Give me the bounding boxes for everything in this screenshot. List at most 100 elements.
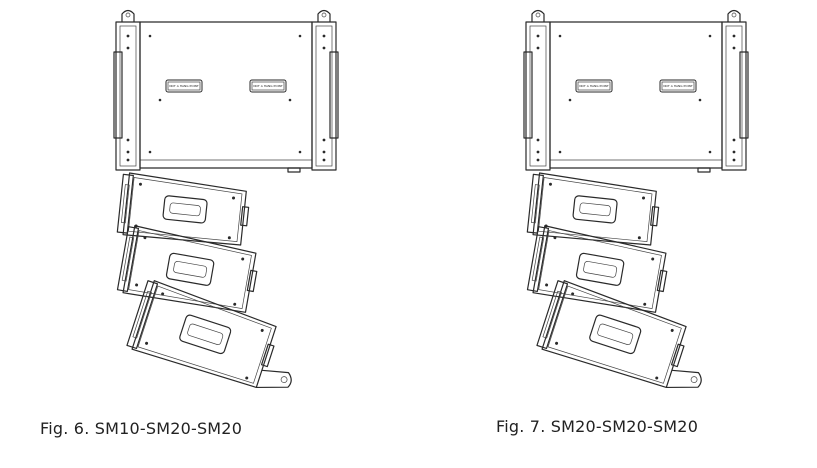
figure-caption: Fig. 7. SM20-SM20-SM20 — [496, 417, 699, 436]
cabinet-bolt — [241, 257, 245, 261]
cabinet-bolt — [232, 196, 236, 200]
cabinet-bolt — [670, 328, 674, 332]
rail-right-flange — [739, 51, 749, 139]
rail-pin — [536, 150, 540, 154]
handle-recess — [572, 195, 618, 224]
cabinet-bolt — [643, 302, 647, 306]
rail-pin — [322, 34, 326, 38]
rail-pin — [536, 46, 540, 50]
handle-grip — [187, 323, 224, 345]
speaker-array-drawing: NOT A HANG POINT NOT A HANG POINT — [113, 9, 339, 389]
rigging-slot — [542, 290, 562, 339]
cabinet-outline — [122, 225, 257, 313]
plate-outline — [659, 79, 697, 93]
hang-warning-plate: NOT A HANG POINT — [249, 79, 287, 93]
speaker-module-middle — [526, 225, 668, 313]
connector-block — [656, 269, 668, 293]
hang-eye-right — [727, 9, 741, 22]
cabinet-bolt — [245, 376, 249, 380]
bumper-tab — [256, 369, 292, 389]
cabinet-outline — [532, 172, 657, 246]
handle-recess — [575, 252, 625, 286]
rail-pin — [126, 46, 130, 50]
plate-inner — [661, 81, 695, 91]
plate-inner — [577, 81, 611, 91]
cabinet-bolt — [145, 341, 149, 345]
cabinet-inner — [128, 177, 243, 242]
rigging-slot — [120, 184, 130, 224]
hang-eye-left — [121, 9, 135, 22]
cabinet-bolt — [637, 236, 641, 240]
speaker-module-bottom — [126, 280, 292, 389]
rigging-slot — [132, 290, 152, 339]
cabinet-bolt — [138, 182, 142, 186]
rail-pin — [536, 34, 540, 38]
connector-block — [650, 206, 660, 227]
cabinet-bolt — [233, 302, 237, 306]
body-bolt — [708, 34, 712, 38]
connector-block — [246, 269, 258, 293]
cabinet-bolt — [571, 292, 575, 296]
rail-left — [115, 21, 141, 171]
rigging-slot — [121, 236, 135, 282]
rail-pin — [322, 138, 326, 142]
connector-block — [670, 343, 685, 368]
cabinet-bolt — [260, 328, 264, 332]
body-bolt — [568, 98, 572, 102]
cabinet-bolt — [642, 196, 646, 200]
rigging-bar — [526, 173, 544, 234]
bumper-hole — [690, 376, 698, 383]
cabinet-bolt — [655, 376, 659, 380]
speaker-module-middle — [116, 225, 258, 313]
hang-warning-plate: NOT A HANG POINT — [165, 79, 203, 93]
handle-grip — [597, 323, 634, 345]
rigging-slot — [530, 184, 540, 224]
handle-recess — [589, 314, 642, 355]
frame-body — [139, 21, 313, 169]
rail-pin — [732, 158, 736, 162]
rail-left-inner — [529, 25, 547, 167]
rail-pin — [732, 138, 736, 142]
cabinet-outline — [122, 172, 247, 246]
rail-left — [525, 21, 551, 171]
rigging-bar — [116, 226, 140, 293]
cabinet-bolt — [651, 257, 655, 261]
cabinet-inner — [538, 177, 653, 242]
rigging-bar — [116, 173, 134, 234]
body-bolt — [558, 34, 562, 38]
cabinet-bolt — [545, 283, 549, 287]
cabinet-inner — [128, 230, 252, 310]
rail-pin — [126, 158, 130, 162]
rail-pin — [126, 34, 130, 38]
hang-warning-plate: NOT A HANG POINT — [659, 79, 697, 93]
cabinet-outline — [541, 280, 687, 389]
body-bolt — [298, 150, 302, 154]
hang-eye-right — [317, 9, 331, 22]
rail-pin — [322, 150, 326, 154]
rail-right — [311, 21, 337, 171]
rail-left-flange — [113, 51, 123, 139]
rail-right-inner — [725, 25, 743, 167]
cabinet-bolt — [135, 283, 139, 287]
rail-pin — [732, 34, 736, 38]
speaker-module-top — [116, 172, 250, 246]
bumper-tab — [666, 369, 702, 389]
body-bolt — [708, 150, 712, 154]
rail-left-inner — [119, 25, 137, 167]
body-bolt — [298, 34, 302, 38]
cabinet-inner — [538, 230, 662, 310]
plate-outline — [575, 79, 613, 93]
rail-pin — [322, 158, 326, 162]
array-assembly: NOT A HANG POINT NOT A HANG POINT — [113, 9, 339, 389]
cabinet-bolt — [553, 236, 557, 240]
frame-body — [549, 21, 723, 169]
rigging-bar — [536, 280, 569, 350]
cabinet-bolt — [548, 182, 552, 186]
rail-pin — [536, 158, 540, 162]
body-bolt — [698, 98, 702, 102]
rigging-bar — [126, 280, 159, 350]
cabinet-bolt — [161, 292, 165, 296]
